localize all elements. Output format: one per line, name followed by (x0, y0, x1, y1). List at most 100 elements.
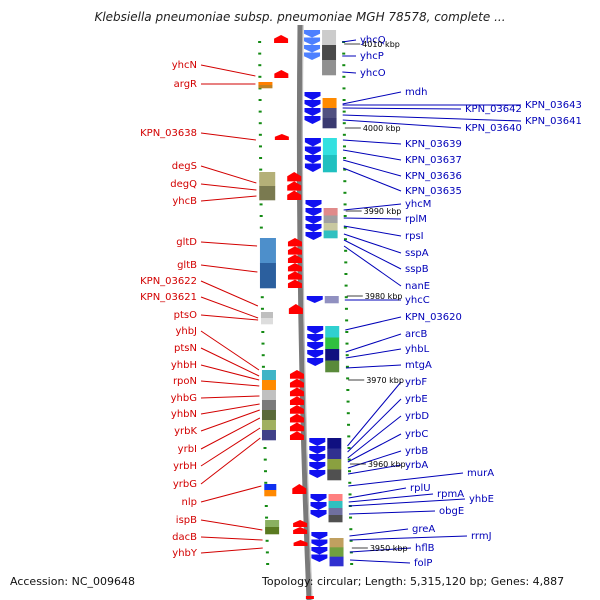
reverse-gene-arrow (305, 232, 322, 240)
reverse-gene-block (322, 138, 337, 156)
leader-line-left (200, 395, 260, 399)
leader-line-left (200, 547, 263, 554)
gene-label-right: KPN_03637 (405, 155, 462, 166)
leader-line-left (200, 280, 259, 307)
reverse-gene-arrow (311, 532, 328, 540)
gene-label-right: rplU (410, 483, 431, 494)
leader-line-left (200, 403, 260, 415)
reverse-gene-arrow (311, 554, 328, 562)
forward-gene-arrow (293, 520, 308, 527)
reverse-gene-block (329, 538, 344, 548)
leader-line-right (343, 217, 402, 220)
reverse-gene-block (325, 326, 340, 338)
gene-label-left: ptsO (174, 310, 197, 321)
leader-line-right (345, 316, 402, 331)
leader-line-right (342, 149, 402, 161)
gene-label-right: KPN_03639 (405, 139, 462, 150)
reverse-gene-arrow (307, 342, 324, 350)
forward-gene-block (264, 484, 277, 491)
leader-line-right (349, 535, 468, 541)
leader-line-right (342, 107, 462, 110)
gene-label-right: obgE (439, 506, 464, 517)
forward-gene-block (261, 400, 276, 411)
accession-text: Accession: NC_009648 (10, 575, 136, 588)
reverse-gene-block (327, 438, 342, 449)
forward-gene-arrow (289, 378, 304, 388)
forward-gene-block (259, 186, 276, 201)
leader-line-right (349, 547, 412, 553)
leader-line-right (342, 139, 402, 145)
forward-gene-arrow (287, 172, 302, 182)
leader-line-left (200, 536, 263, 541)
reverse-gene-block (327, 448, 342, 460)
reverse-gene-arrow (304, 146, 321, 155)
reverse-gene-arrow (304, 108, 321, 116)
leader-line-right (342, 159, 402, 177)
leader-line-left (200, 314, 259, 321)
reverse-gene-block (324, 296, 339, 304)
reverse-gene-arrow (307, 350, 324, 358)
gene-label-right: yhcQ (360, 35, 386, 46)
reverse-gene-arrow (310, 510, 327, 518)
reverse-gene-arrow (310, 502, 327, 510)
gene-label-right: yrbA (405, 460, 428, 471)
reverse-gene-arrow (305, 216, 322, 224)
backbone-highlight (301, 24, 313, 600)
leader-line-right (342, 167, 402, 192)
forward-gene-arrow (287, 271, 302, 280)
gene-label-right: rpsI (405, 231, 424, 242)
reverse-gene-block (322, 30, 337, 46)
gene-label-left: yrbG (173, 479, 197, 490)
forward-gene-arrow (287, 238, 302, 247)
kbp-marker-label: 4000 kbp (363, 124, 401, 133)
gene-label-right: rpmA (437, 489, 464, 500)
leader-line-left (200, 380, 260, 387)
leader-line-left (200, 165, 257, 184)
gene-label-right: folP (414, 558, 432, 569)
forward-gene-arrow (274, 35, 289, 43)
leader-line-right (348, 487, 407, 499)
forward-gene-arrow (287, 263, 302, 272)
reverse-gene-arrow (304, 116, 321, 124)
reverse-gene-block (328, 501, 343, 509)
reverse-gene-block (325, 360, 340, 373)
gene-label-left: yrbI (178, 444, 197, 455)
leader-line-right (348, 498, 466, 507)
leader-line-left (200, 330, 260, 371)
gene-label-right: rplM (405, 214, 427, 225)
kbp-marker-label: 3950 kbp (370, 544, 408, 553)
gene-label-right: murA (467, 468, 494, 479)
leader-line-left (200, 195, 257, 202)
reverse-gene-block (323, 230, 338, 239)
reverse-gene-block (327, 459, 342, 470)
leader-line-right (343, 225, 402, 237)
gene-label-right: rrmJ (471, 531, 492, 542)
reverse-gene-arrow (307, 358, 324, 366)
reverse-gene-block (323, 215, 338, 224)
gene-label-right: yhcP (360, 51, 384, 62)
forward-gene-arrow (289, 405, 304, 414)
gene-label-right: greA (412, 524, 435, 535)
forward-gene-block (261, 430, 276, 441)
leader-line-left (200, 296, 259, 319)
reverse-gene-arrow (307, 334, 324, 342)
reverse-gene-block (325, 337, 340, 350)
reverse-gene-block (322, 60, 337, 76)
reverse-gene-arrow (306, 296, 323, 303)
gene-label-right: KPN_03643 (525, 100, 582, 111)
forward-gene-arrow (287, 254, 302, 263)
gene-label-right: yrbD (405, 411, 429, 422)
forward-gene-block (258, 82, 273, 86)
reverse-gene-arrow (310, 494, 327, 502)
reverse-gene-arrow (304, 37, 321, 45)
gene-label-left: KPN_03638 (140, 128, 197, 139)
gene-labels: yhcNargRKPN_03638degSdegQyhcBgltDgltBKPN… (140, 35, 582, 569)
forward-gene-arrow (287, 181, 302, 191)
gene-label-right: KPN_03641 (525, 116, 582, 127)
leader-line-right (343, 233, 402, 254)
forward-gene-arrow (289, 370, 304, 379)
reverse-gene-block (323, 208, 338, 216)
gene-label-left: yhcN (172, 60, 197, 71)
leader-line-right (347, 415, 402, 459)
